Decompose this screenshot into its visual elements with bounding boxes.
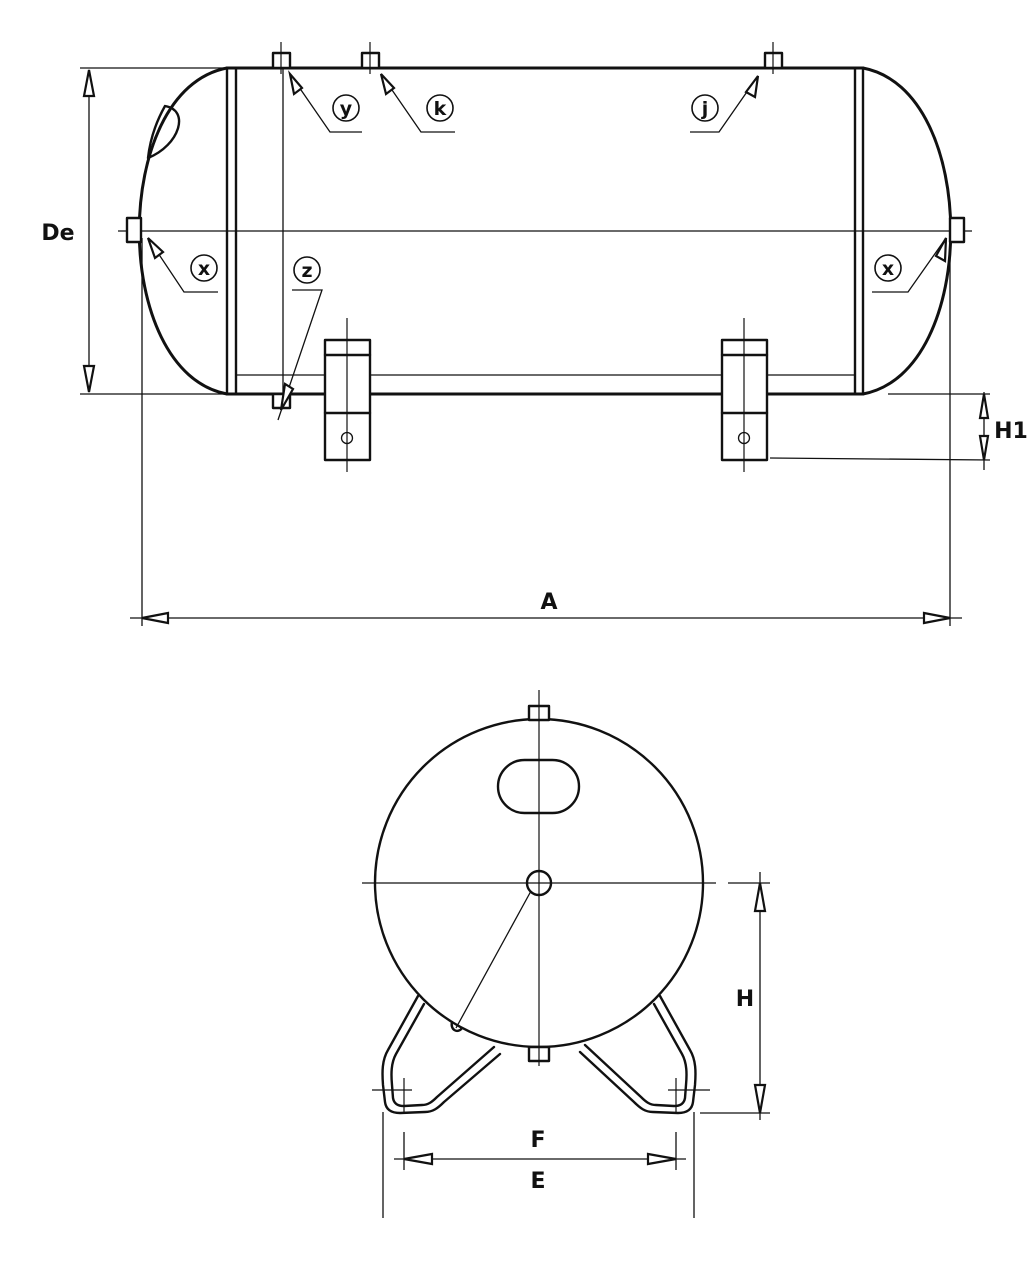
dimension-label-e: E	[530, 1169, 545, 1194]
connection-bubble-k	[426, 94, 454, 122]
support-legs	[372, 994, 710, 1115]
leader-z: z	[277, 256, 323, 421]
connection-bubble-x-left	[190, 254, 218, 282]
manhole-side	[146, 104, 181, 160]
leader-y: y	[288, 70, 362, 133]
end-view-center-nozzle	[525, 869, 553, 897]
leader-k: k	[379, 73, 455, 133]
connection-label-y: y	[340, 98, 353, 120]
connection-bubble-j	[691, 94, 719, 122]
dimension-h1: H1	[769, 392, 1028, 470]
nozzle-x-left	[125, 216, 143, 244]
dimension-label-a: A	[540, 590, 557, 615]
dimension-h: H	[700, 872, 770, 1120]
dimension-de: De	[41, 67, 227, 395]
side-view: y k j x x	[41, 42, 1028, 626]
leader-j: j	[690, 75, 760, 133]
dimension-label-f: F	[530, 1128, 545, 1153]
left-saddle	[323, 318, 372, 472]
dimension-label-de: De	[41, 221, 74, 246]
leader-x-right: x	[872, 237, 948, 293]
connection-label-x-right: x	[882, 258, 894, 280]
connection-bubble-y	[332, 94, 360, 122]
dimension-a: A	[130, 238, 962, 626]
connection-bubble-x-right	[874, 254, 902, 282]
right-saddle	[720, 318, 769, 472]
connection-label-x-left: x	[198, 258, 210, 280]
end-view: H F E	[362, 690, 770, 1218]
connection-label-j: j	[701, 98, 709, 120]
nozzle-x-right	[948, 216, 966, 244]
connection-bubble-z	[293, 256, 321, 284]
dimension-label-h: H	[736, 987, 754, 1012]
dimension-f-e: F E	[382, 1112, 695, 1218]
dimension-label-h1: H1	[994, 419, 1028, 444]
connection-label-z: z	[301, 260, 312, 282]
leader-x-left: x	[146, 237, 218, 293]
connection-label-k: k	[434, 98, 447, 120]
